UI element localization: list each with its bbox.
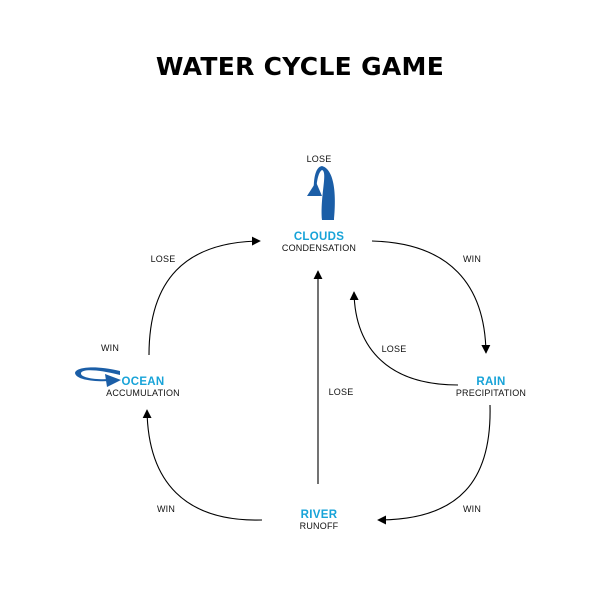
edge-label-river-to-ocean: WIN bbox=[157, 504, 175, 514]
edge-label-river-to-clouds: LOSE bbox=[329, 387, 354, 397]
ocean-self-loop-arrow bbox=[75, 367, 121, 387]
node-subtitle-clouds: CONDENSATION bbox=[282, 243, 356, 253]
edge-label-clouds-to-rain: WIN bbox=[463, 254, 481, 264]
edge-label-rain-to-clouds: LOSE bbox=[382, 344, 407, 354]
arrow-rain-to-river bbox=[377, 404, 491, 525]
arrow-rain-to-clouds bbox=[349, 291, 459, 386]
clouds-self-loop-arrow bbox=[307, 166, 335, 220]
edge-label-ocean-to-clouds: LOSE bbox=[151, 254, 176, 264]
node-name-river: RIVER bbox=[301, 509, 338, 521]
node-river: RIVER RUNOFF bbox=[300, 509, 339, 531]
edge-label-rain-to-river: WIN bbox=[463, 504, 481, 514]
node-name-ocean: OCEAN bbox=[121, 376, 164, 388]
edge-label-ocean-self: WIN bbox=[101, 343, 119, 353]
node-clouds: CLOUDS CONDENSATION bbox=[282, 231, 356, 253]
node-ocean: OCEAN ACCUMULATION bbox=[106, 376, 180, 398]
arrow-clouds-to-rain bbox=[371, 240, 491, 354]
arrow-ocean-to-clouds bbox=[148, 236, 261, 356]
node-subtitle-rain: PRECIPITATION bbox=[456, 388, 526, 398]
arrow-river-to-ocean bbox=[142, 409, 263, 521]
node-name-clouds: CLOUDS bbox=[294, 231, 344, 243]
node-name-rain: RAIN bbox=[476, 376, 505, 388]
node-subtitle-ocean: ACCUMULATION bbox=[106, 388, 180, 398]
node-subtitle-river: RUNOFF bbox=[300, 521, 339, 531]
node-rain: RAIN PRECIPITATION bbox=[456, 376, 526, 398]
edge-label-clouds-self: LOSE bbox=[307, 154, 332, 164]
diagram-title: WATER CYCLE GAME bbox=[156, 52, 444, 81]
